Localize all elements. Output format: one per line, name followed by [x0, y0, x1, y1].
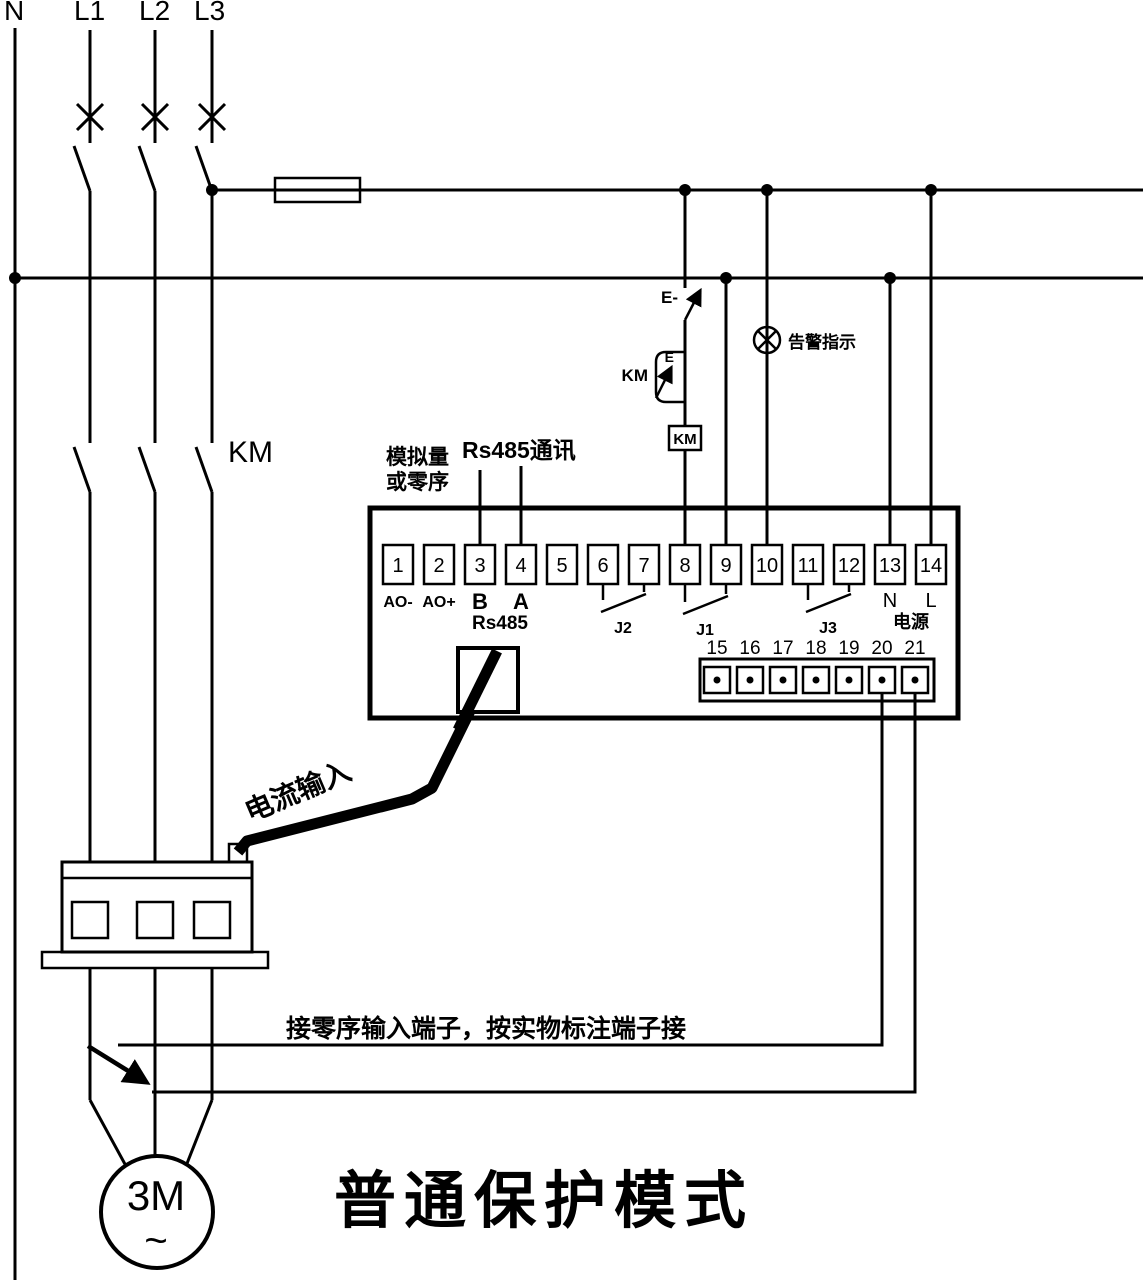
motor-feeders — [88, 968, 214, 1167]
ct-cable-fitting — [227, 842, 249, 864]
km-aux-branch — [654, 350, 685, 404]
label-n: N — [883, 590, 897, 612]
motor-circle — [99, 1154, 215, 1270]
label-j2: J2 — [614, 620, 632, 637]
label-a: A — [513, 589, 529, 614]
wire-terminal-21 — [152, 693, 917, 1094]
zero-sequence-arrow — [86, 1044, 151, 1085]
terminal-3: 3 — [474, 555, 485, 577]
terminal-5: 5 — [556, 555, 567, 577]
label-j1: J1 — [696, 622, 714, 639]
km-contactor-label: KM — [228, 436, 273, 469]
e-aux-label: E — [665, 349, 674, 365]
e-switch-blade — [683, 287, 702, 321]
junction-dots — [9, 184, 937, 284]
label-l: L — [925, 590, 936, 612]
terminal-4: 4 — [515, 555, 526, 577]
fuse-x-marks — [75, 102, 227, 132]
terminal-6: 6 — [597, 555, 608, 577]
motor-label: 3M — [127, 1172, 185, 1219]
diagram-title: 普通保护模式 — [334, 1167, 754, 1236]
strip-outline — [698, 657, 936, 703]
label-b: B — [472, 589, 488, 614]
terminal-20: 20 — [871, 638, 892, 659]
terminal-block-top — [381, 543, 948, 586]
km-aux-label: KM — [622, 366, 648, 385]
terminal-13: 13 — [879, 555, 901, 577]
phase-label-n: N — [4, 0, 24, 26]
terminal-19: 19 — [838, 638, 859, 659]
phase-label-l1: L1 — [74, 0, 105, 26]
control-wires — [478, 190, 933, 545]
label-ao-minus: AO- — [383, 594, 412, 611]
analog-label-line2: 或零序 — [386, 470, 449, 494]
phase-label-l3: L3 — [194, 0, 225, 26]
terminal-9: 9 — [720, 555, 731, 577]
relay-contacts — [600, 584, 852, 616]
fuse-symbol — [273, 176, 362, 204]
current-input-cable-head — [453, 648, 502, 733]
km-contactor-switches — [72, 446, 214, 493]
terminal-11: 11 — [798, 555, 819, 577]
alarm-lamp-x — [757, 330, 777, 350]
terminal-2: 2 — [433, 555, 444, 577]
alarm-lamp-icon — [752, 325, 782, 355]
terminal-21: 21 — [904, 638, 925, 659]
terminal-strip-bottom — [118, 657, 936, 1094]
phase-label-l2: L2 — [139, 0, 170, 26]
motor-ac-symbol: ~ — [144, 1219, 167, 1263]
terminal-18: 18 — [805, 638, 826, 659]
km-coil-label: KM — [673, 431, 696, 448]
ct-block — [40, 842, 270, 970]
alarm-indicator-label: 告警指示 — [788, 332, 856, 352]
terminal-12: 12 — [838, 555, 860, 577]
terminal-15: 15 — [706, 638, 727, 659]
terminal-16: 16 — [739, 638, 760, 659]
rs485-comm-label: Rs485通讯 — [462, 437, 576, 463]
terminal-7: 7 — [638, 555, 649, 577]
km-coil-box — [667, 424, 703, 452]
terminal-14: 14 — [920, 555, 942, 577]
phase-lines — [13, 28, 214, 1280]
label-j3: J3 — [819, 620, 837, 637]
label-ao-plus: AO+ — [422, 594, 455, 611]
wire-terminal-20 — [118, 693, 884, 1047]
km-aux-blade — [654, 364, 673, 399]
label-power: 电源 — [893, 611, 929, 632]
analog-label-line1: 模拟量 — [386, 445, 449, 469]
zero-sequence-note: 接零序输入端子，按实物标注端子接 — [286, 1014, 686, 1043]
terminal-10: 10 — [756, 555, 778, 577]
e-switch-label: E- — [661, 288, 678, 307]
label-rs485-port: Rs485 — [472, 613, 528, 634]
terminal-17: 17 — [772, 638, 793, 659]
terminal-1: 1 — [392, 555, 403, 577]
terminal-8: 8 — [679, 555, 690, 577]
breaker-switches — [72, 145, 214, 192]
